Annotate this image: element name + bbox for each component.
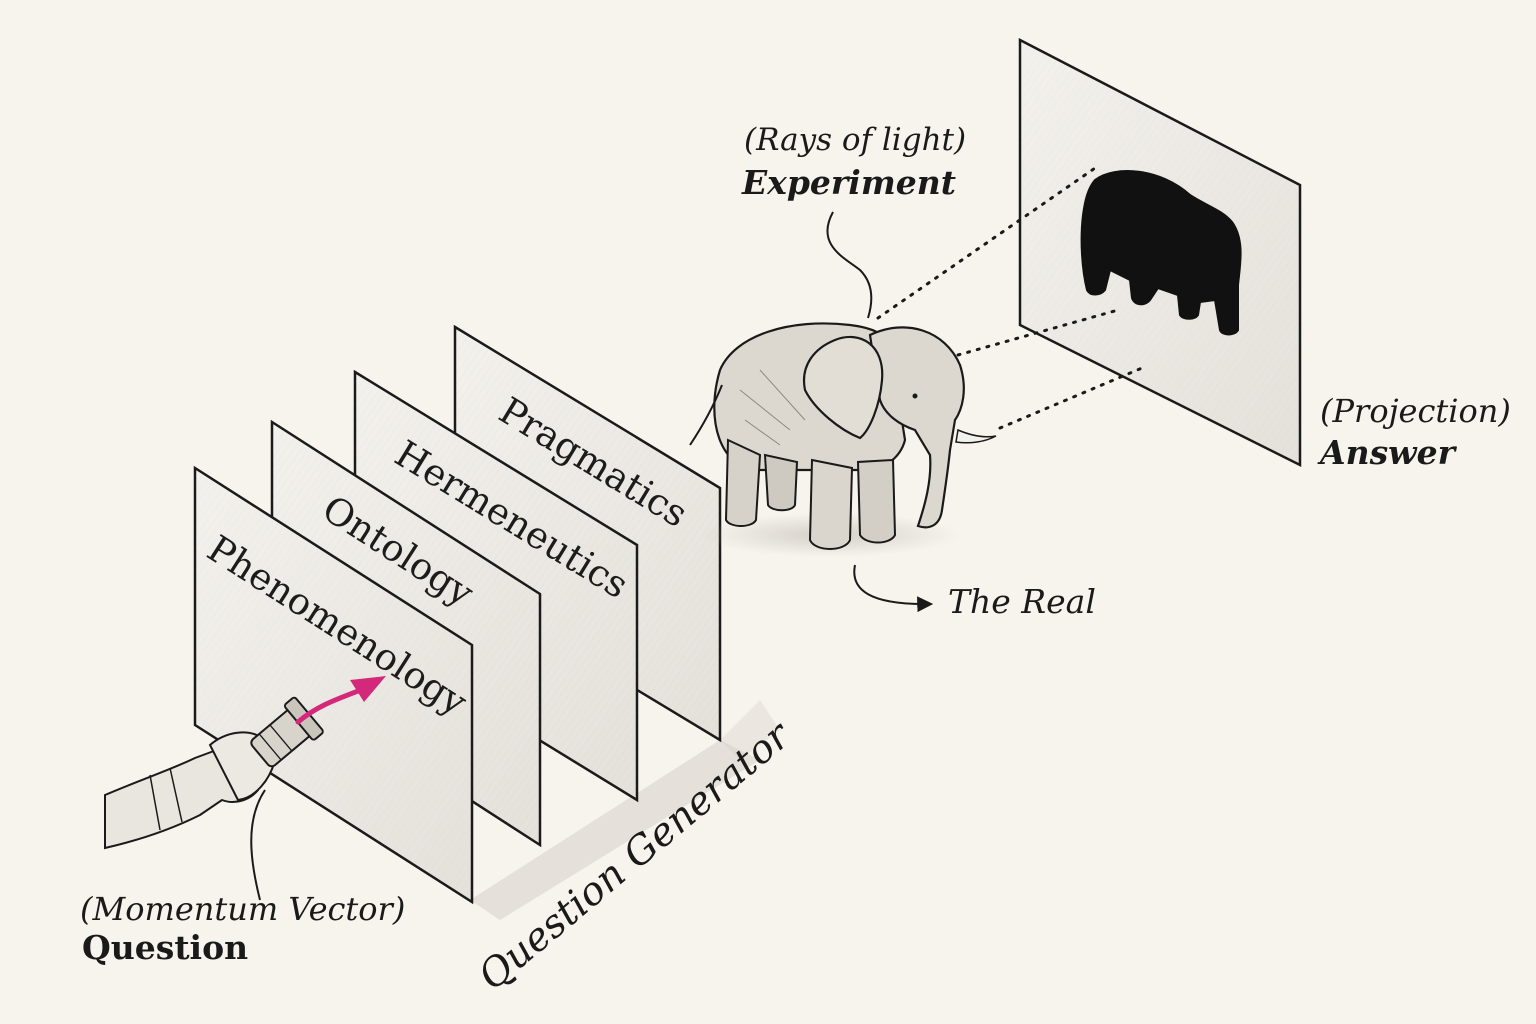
real-arrow: [853, 564, 934, 613]
light-rays: [876, 164, 1144, 430]
question-leader: [250, 789, 266, 901]
plate-shadows: [470, 700, 780, 920]
experiment-label: Experiment: [742, 163, 956, 202]
elephant-silhouette-icon: [1080, 170, 1242, 336]
momentum-arrow: [295, 676, 386, 725]
experiment-leader: [826, 211, 873, 319]
experiment-paren-label: (Rays of light): [744, 122, 967, 158]
answer-paren-label: (Projection): [1320, 392, 1511, 430]
answer-label: Answer: [1320, 433, 1455, 472]
question-label: Question: [82, 928, 249, 967]
the-real-label: The Real: [948, 582, 1096, 621]
plate-phenomenology: [193, 465, 474, 905]
question-paren-label: (Momentum Vector): [80, 890, 406, 928]
elephant-icon: [689, 322, 997, 557]
